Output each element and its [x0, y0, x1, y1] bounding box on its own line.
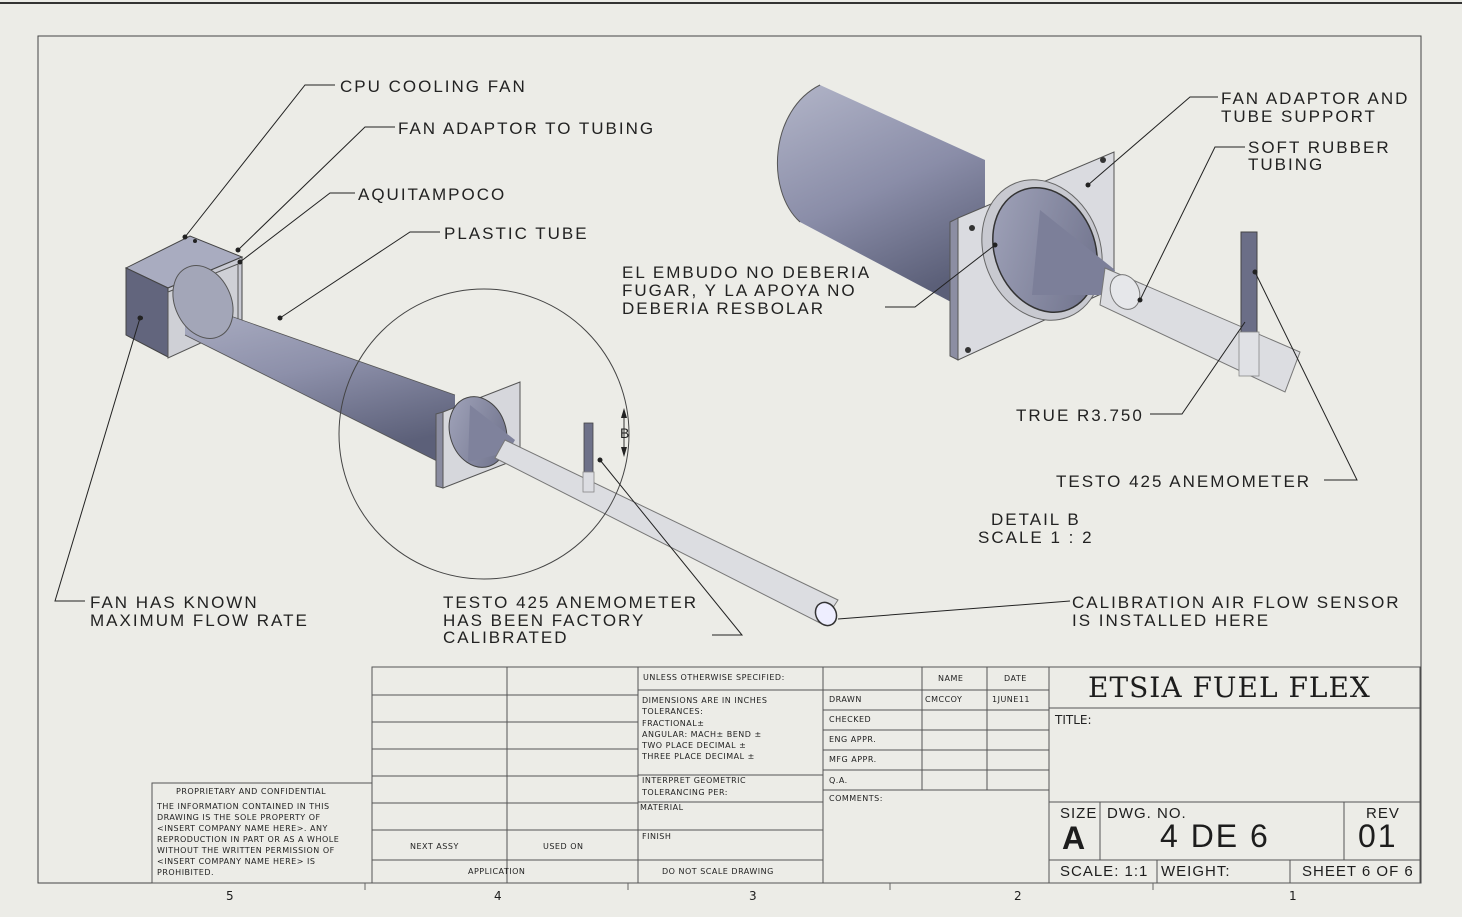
tb-name-header: NAME: [938, 674, 964, 683]
title-block-grid: [151, 666, 1421, 884]
label-calibration-sensor-2: IS INSTALLED HERE: [1072, 611, 1271, 630]
label-testo-detail: TESTO 425 ANEMOMETER: [1056, 472, 1312, 491]
label-soft-rubber-1: SOFT RUBBER: [1248, 138, 1391, 157]
tb-company-name: ETSIA FUEL FLEX: [1088, 671, 1371, 704]
label-fan-known-rate-1: FAN HAS KNOWN: [90, 593, 259, 612]
label-embudo-3: DEBERIA RESBOLAR: [622, 299, 826, 318]
tb-mfg-appr: MFG APPR.: [829, 755, 877, 764]
tb-dims-1: DIMENSIONS ARE IN INCHES: [642, 696, 768, 705]
tb-drawn-date: 1JUNE11: [992, 695, 1031, 704]
tb-interpret-1: INTERPRET GEOMETRIC: [642, 776, 747, 785]
tb-qa: Q.A.: [829, 776, 848, 785]
tb-application: APPLICATION: [468, 867, 526, 876]
tb-size-label: SIZE: [1060, 805, 1098, 822]
tb-interpret-2: TOLERANCING PER:: [642, 788, 728, 797]
label-cpu-cooling-fan: CPU COOLING FAN: [340, 77, 527, 96]
prop-line-3: <INSERT COMPANY NAME HERE>. ANY: [157, 824, 328, 833]
tb-next-assy: NEXT ASSY: [410, 842, 459, 851]
tb-title-label: TITLE:: [1055, 713, 1092, 727]
tb-used-on: USED ON: [543, 842, 584, 851]
label-testo-calibrated-1: TESTO 425 ANEMOMETER: [443, 593, 699, 612]
label-detail-marker: B: [620, 425, 632, 441]
anemometer-main: [583, 422, 594, 476]
tb-unless: UNLESS OTHERWISE SPECIFIED:: [643, 673, 785, 682]
zone-5: 5: [226, 889, 234, 903]
tb-drawn: DRAWN: [829, 695, 862, 704]
tb-finish: FINISH: [642, 832, 672, 841]
detail-title: DETAIL B: [991, 510, 1081, 529]
prop-line-6: <INSERT COMPANY NAME HERE> IS: [157, 857, 316, 866]
tb-rev-value: 01: [1358, 818, 1398, 854]
prop-line-4: REPRODUCTION IN PART OR AS A WHOLE: [157, 835, 340, 844]
tb-dims-2: TOLERANCES:: [642, 707, 704, 716]
tb-dwg-no-label: DWG. NO.: [1107, 805, 1187, 822]
tb-eng-appr: ENG APPR.: [829, 735, 877, 744]
zone-3: 3: [749, 889, 757, 903]
tb-date-header: DATE: [1004, 674, 1027, 683]
label-true-radius: TRUE R3.750: [1016, 406, 1144, 425]
prop-line-2: DRAWING IS THE SOLE PROPERTY OF: [157, 813, 321, 822]
label-aquitampoco: AQUITAMPOCO: [358, 185, 507, 204]
zone-ticks: [364, 883, 1154, 890]
label-testo-calibrated-3: CALIBRATED: [443, 628, 569, 647]
plastic-tube-end: [172, 265, 234, 339]
detail-circle-b: [338, 288, 630, 580]
tb-do-not-scale: DO NOT SCALE DRAWING: [662, 867, 774, 876]
leader-lines: [54, 84, 1358, 636]
tb-material: MATERIAL: [640, 803, 684, 812]
tb-rev-label: REV: [1366, 805, 1400, 822]
tb-checked: CHECKED: [829, 715, 872, 724]
tb-dims-3: FRACTIONAL±: [642, 719, 705, 728]
detail-scale: SCALE 1 : 2: [978, 528, 1094, 547]
tb-scale: SCALE: 1:1: [1060, 863, 1149, 880]
plastic-tube: [185, 300, 455, 470]
tb-weight: WEIGHT:: [1161, 863, 1231, 880]
tb-drawn-name: CMCCOY: [925, 695, 963, 704]
prop-line-1: THE INFORMATION CONTAINED IN THIS: [157, 802, 330, 811]
detail-big-tube: [777, 85, 985, 320]
label-fan-known-rate-2: MAXIMUM FLOW RATE: [90, 611, 309, 630]
tb-dwg-no-value: 4 DE 6: [1160, 818, 1270, 854]
label-fan-adaptor-support-2: TUBE SUPPORT: [1221, 107, 1377, 126]
glass-tube-end: [814, 601, 838, 627]
tb-dims-4: ANGULAR: MACH± BEND ±: [642, 730, 762, 739]
label-soft-rubber-2: TUBING: [1248, 155, 1325, 174]
tb-sheet: SHEET 6 OF 6: [1302, 863, 1414, 880]
tb-dims-5: TWO PLACE DECIMAL ±: [642, 741, 747, 750]
prop-line-7: PROHIBITED.: [157, 868, 215, 877]
zone-1: 1: [1289, 889, 1297, 903]
label-fan-adaptor-support-1: FAN ADAPTOR AND: [1221, 89, 1410, 108]
tb-comments: COMMENTS:: [829, 794, 883, 803]
label-plastic-tube: PLASTIC TUBE: [444, 224, 589, 243]
label-calibration-sensor-1: CALIBRATION AIR FLOW SENSOR: [1072, 593, 1401, 612]
tb-size-value: A: [1062, 820, 1086, 856]
label-embudo-2: FUGAR, Y LA APOYA NO: [622, 281, 857, 300]
label-embudo-1: EL EMBUDO NO DEBERIA: [622, 263, 872, 282]
anemometer-detail: [1240, 231, 1258, 338]
zone-4: 4: [494, 889, 502, 903]
label-fan-adaptor-to-tubing: FAN ADAPTOR TO TUBING: [398, 119, 656, 138]
prop-line-5: WITHOUT THE WRITTEN PERMISSION OF: [157, 846, 335, 855]
prop-heading: PROPRIETARY AND CONFIDENTIAL: [176, 787, 327, 796]
zone-2: 2: [1014, 889, 1022, 903]
tb-dims-6: THREE PLACE DECIMAL ±: [642, 752, 755, 761]
label-testo-calibrated-2: HAS BEEN FACTORY: [443, 611, 646, 630]
